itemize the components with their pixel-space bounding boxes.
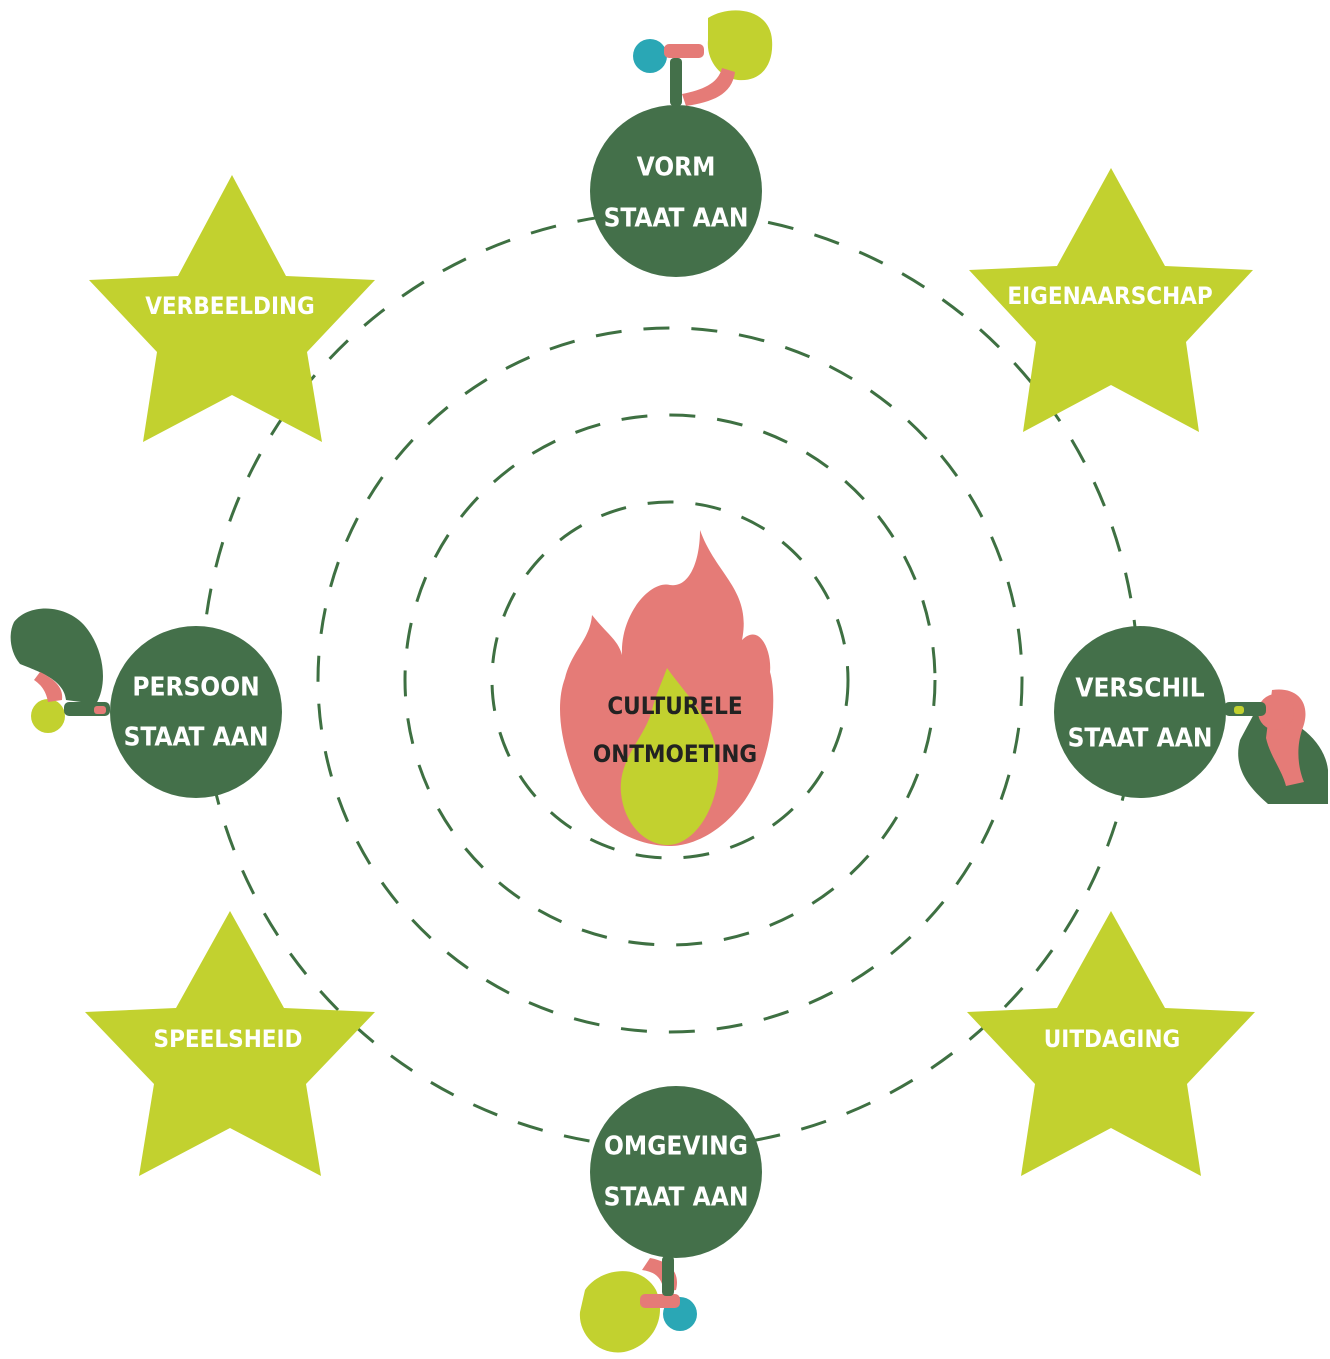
person-with-binoculars-icon-bottom [579, 1256, 697, 1353]
star-label-verbeelding: VERBEELDING [145, 292, 315, 320]
node-persoon-line1: PERSOON [132, 673, 259, 703]
star-label-speelsheid: SPEELSHEID [154, 1025, 303, 1053]
hair-shape [707, 10, 773, 81]
person-with-binoculars-icon-top [633, 10, 773, 106]
arm-shape [34, 672, 63, 702]
node-omgeving: OMGEVING STAAT AAN [590, 1086, 762, 1258]
node-verschil-line1: VERSCHIL [1075, 674, 1204, 704]
flame-icon [560, 530, 774, 846]
binocular-lens [1234, 706, 1244, 714]
node-omgeving-line1: OMGEVING [604, 1132, 748, 1162]
binocular-lens [94, 706, 106, 714]
flame-inner [620, 668, 719, 845]
head-shape [1258, 694, 1294, 730]
center-label-line2: ONTMOETING [593, 740, 757, 768]
binocular-shape [664, 44, 704, 58]
node-vorm: VORM STAAT AAN [590, 105, 762, 277]
node-circle [1054, 626, 1226, 798]
star-eigenaarschap: EIGENAARSCHAP [969, 168, 1253, 432]
ring-second [316, 326, 1024, 1034]
binocular-shape [640, 1294, 680, 1308]
node-vorm-line2: STAAT AAN [604, 204, 749, 234]
star-label-uitdaging: UITDAGING [1044, 1025, 1180, 1053]
node-circle [110, 626, 282, 798]
head-shape [31, 699, 65, 733]
node-persoon: PERSOON STAAT AAN [110, 626, 282, 798]
hair-shape [579, 1271, 661, 1353]
node-verschil: VERSCHIL STAAT AAN [1054, 626, 1226, 798]
star-label-eigenaarschap: EIGENAARSCHAP [1007, 282, 1212, 310]
binocular-tube [662, 1256, 674, 1296]
star-shape [969, 168, 1253, 432]
star-uitdaging: UITDAGING [967, 911, 1255, 1176]
node-vorm-line1: VORM [637, 153, 716, 183]
ring-middle [403, 413, 937, 947]
star-speelsheid: SPEELSHEID [85, 911, 375, 1176]
node-circle [590, 105, 762, 277]
star-verbeelding: VERBEELDING [89, 175, 375, 442]
node-circle [590, 1086, 762, 1258]
binocular-shape [1224, 702, 1266, 716]
star-shape [967, 911, 1255, 1176]
center-label-line1: CULTURELE [607, 692, 742, 720]
person-with-binoculars-icon-left [10, 608, 110, 733]
head-shape [633, 39, 667, 73]
ring-inner [490, 500, 850, 860]
arm-shape [682, 68, 735, 106]
body-shape [10, 608, 103, 704]
node-omgeving-line2: STAAT AAN [604, 1183, 749, 1213]
star-shape [85, 911, 375, 1176]
node-persoon-line2: STAAT AAN [124, 723, 269, 753]
node-verschil-line2: STAAT AAN [1068, 724, 1213, 754]
person-with-binoculars-icon-right [1224, 689, 1328, 804]
star-shape [89, 175, 375, 442]
binocular-tube [670, 58, 682, 106]
